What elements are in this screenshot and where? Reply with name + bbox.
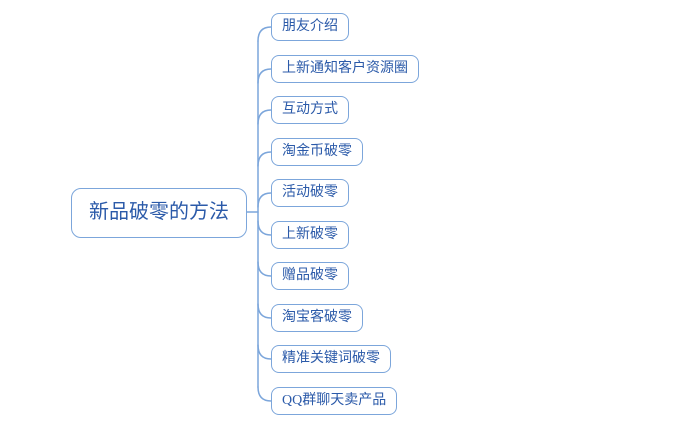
mindmap-branch-node[interactable]: 朋友介绍	[271, 13, 349, 41]
connector-path	[257, 303, 272, 319]
mindmap-branch-node[interactable]: 精准关键词破零	[271, 345, 391, 373]
connector-path	[257, 344, 272, 360]
mindmap-root-node[interactable]: 新品破零的方法	[71, 188, 247, 238]
mindmap-branch-node[interactable]: 互动方式	[271, 96, 349, 124]
connector-path	[257, 261, 272, 277]
connector-path	[257, 151, 272, 167]
connector-path	[257, 68, 272, 84]
mindmap-branch-node[interactable]: QQ群聊天卖产品	[271, 387, 398, 415]
mindmap-branch-node[interactable]: 淘金币破零	[271, 138, 363, 166]
connector-path	[257, 220, 272, 236]
connector-path	[257, 26, 272, 42]
mindmap-branch-node[interactable]: 活动破零	[271, 179, 349, 207]
mindmap-branch-node[interactable]: 上新通知客户资源圈	[271, 55, 419, 83]
connector-path	[257, 386, 272, 402]
mindmap-branch-node[interactable]: 上新破零	[271, 221, 349, 249]
connector-path	[257, 192, 272, 208]
connector-path	[257, 109, 272, 125]
mindmap-branch-node[interactable]: 赠品破零	[271, 262, 349, 290]
mindmap-branch-node[interactable]: 淘宝客破零	[271, 304, 363, 332]
